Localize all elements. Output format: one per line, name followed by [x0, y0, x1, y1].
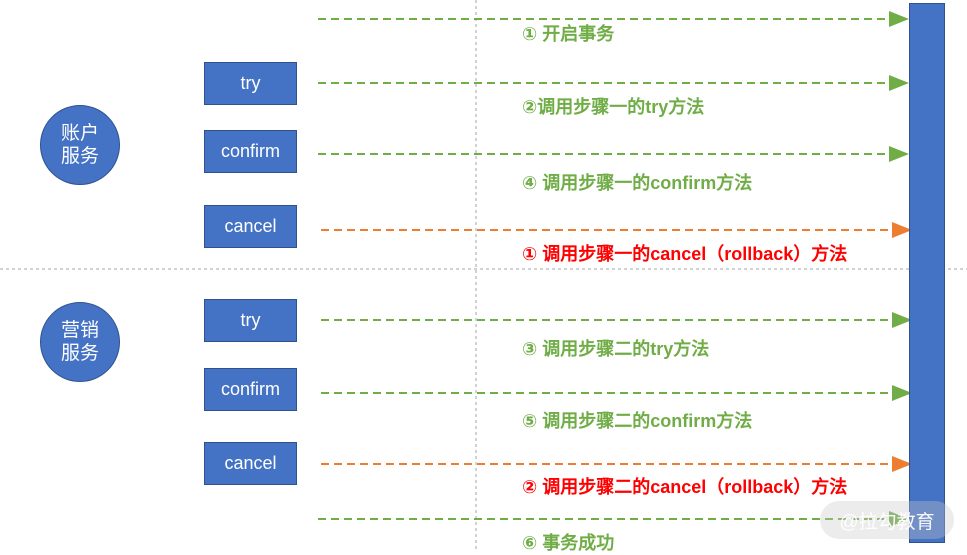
- step-account-confirm-label: ④ 调用步骤一的confirm方法: [522, 173, 753, 193]
- marketing-try-box: try: [204, 299, 297, 342]
- marketing-cancel-box: cancel: [204, 442, 297, 485]
- transaction-coordinator-bar: [909, 3, 945, 543]
- step-account-try-label: ②调用步骤一的try方法: [522, 97, 705, 117]
- watermark: @拉勾教育: [820, 501, 954, 539]
- account-try-box: try: [204, 62, 297, 105]
- step-marketing-try-label: ③ 调用步骤二的try方法: [522, 339, 710, 359]
- step-begin-label: ① 开启事务: [522, 24, 615, 44]
- step-success-label: ⑥ 事务成功: [522, 533, 615, 553]
- account-service-node: 账户服务: [40, 105, 120, 185]
- marketing-service-node: 营销服务: [40, 302, 120, 382]
- account-confirm-box: confirm: [204, 130, 297, 173]
- marketing-service-label: 营销服务: [60, 320, 99, 364]
- account-service-label: 账户服务: [60, 123, 99, 167]
- step-marketing-confirm-label: ⑤ 调用步骤二的confirm方法: [522, 411, 753, 431]
- marketing-confirm-box: confirm: [204, 368, 297, 411]
- step-marketing-cancel-label: ② 调用步骤二的cancel（rollback）方法: [522, 477, 848, 497]
- step-account-cancel-label: ① 调用步骤一的cancel（rollback）方法: [522, 244, 848, 264]
- account-cancel-box: cancel: [204, 205, 297, 248]
